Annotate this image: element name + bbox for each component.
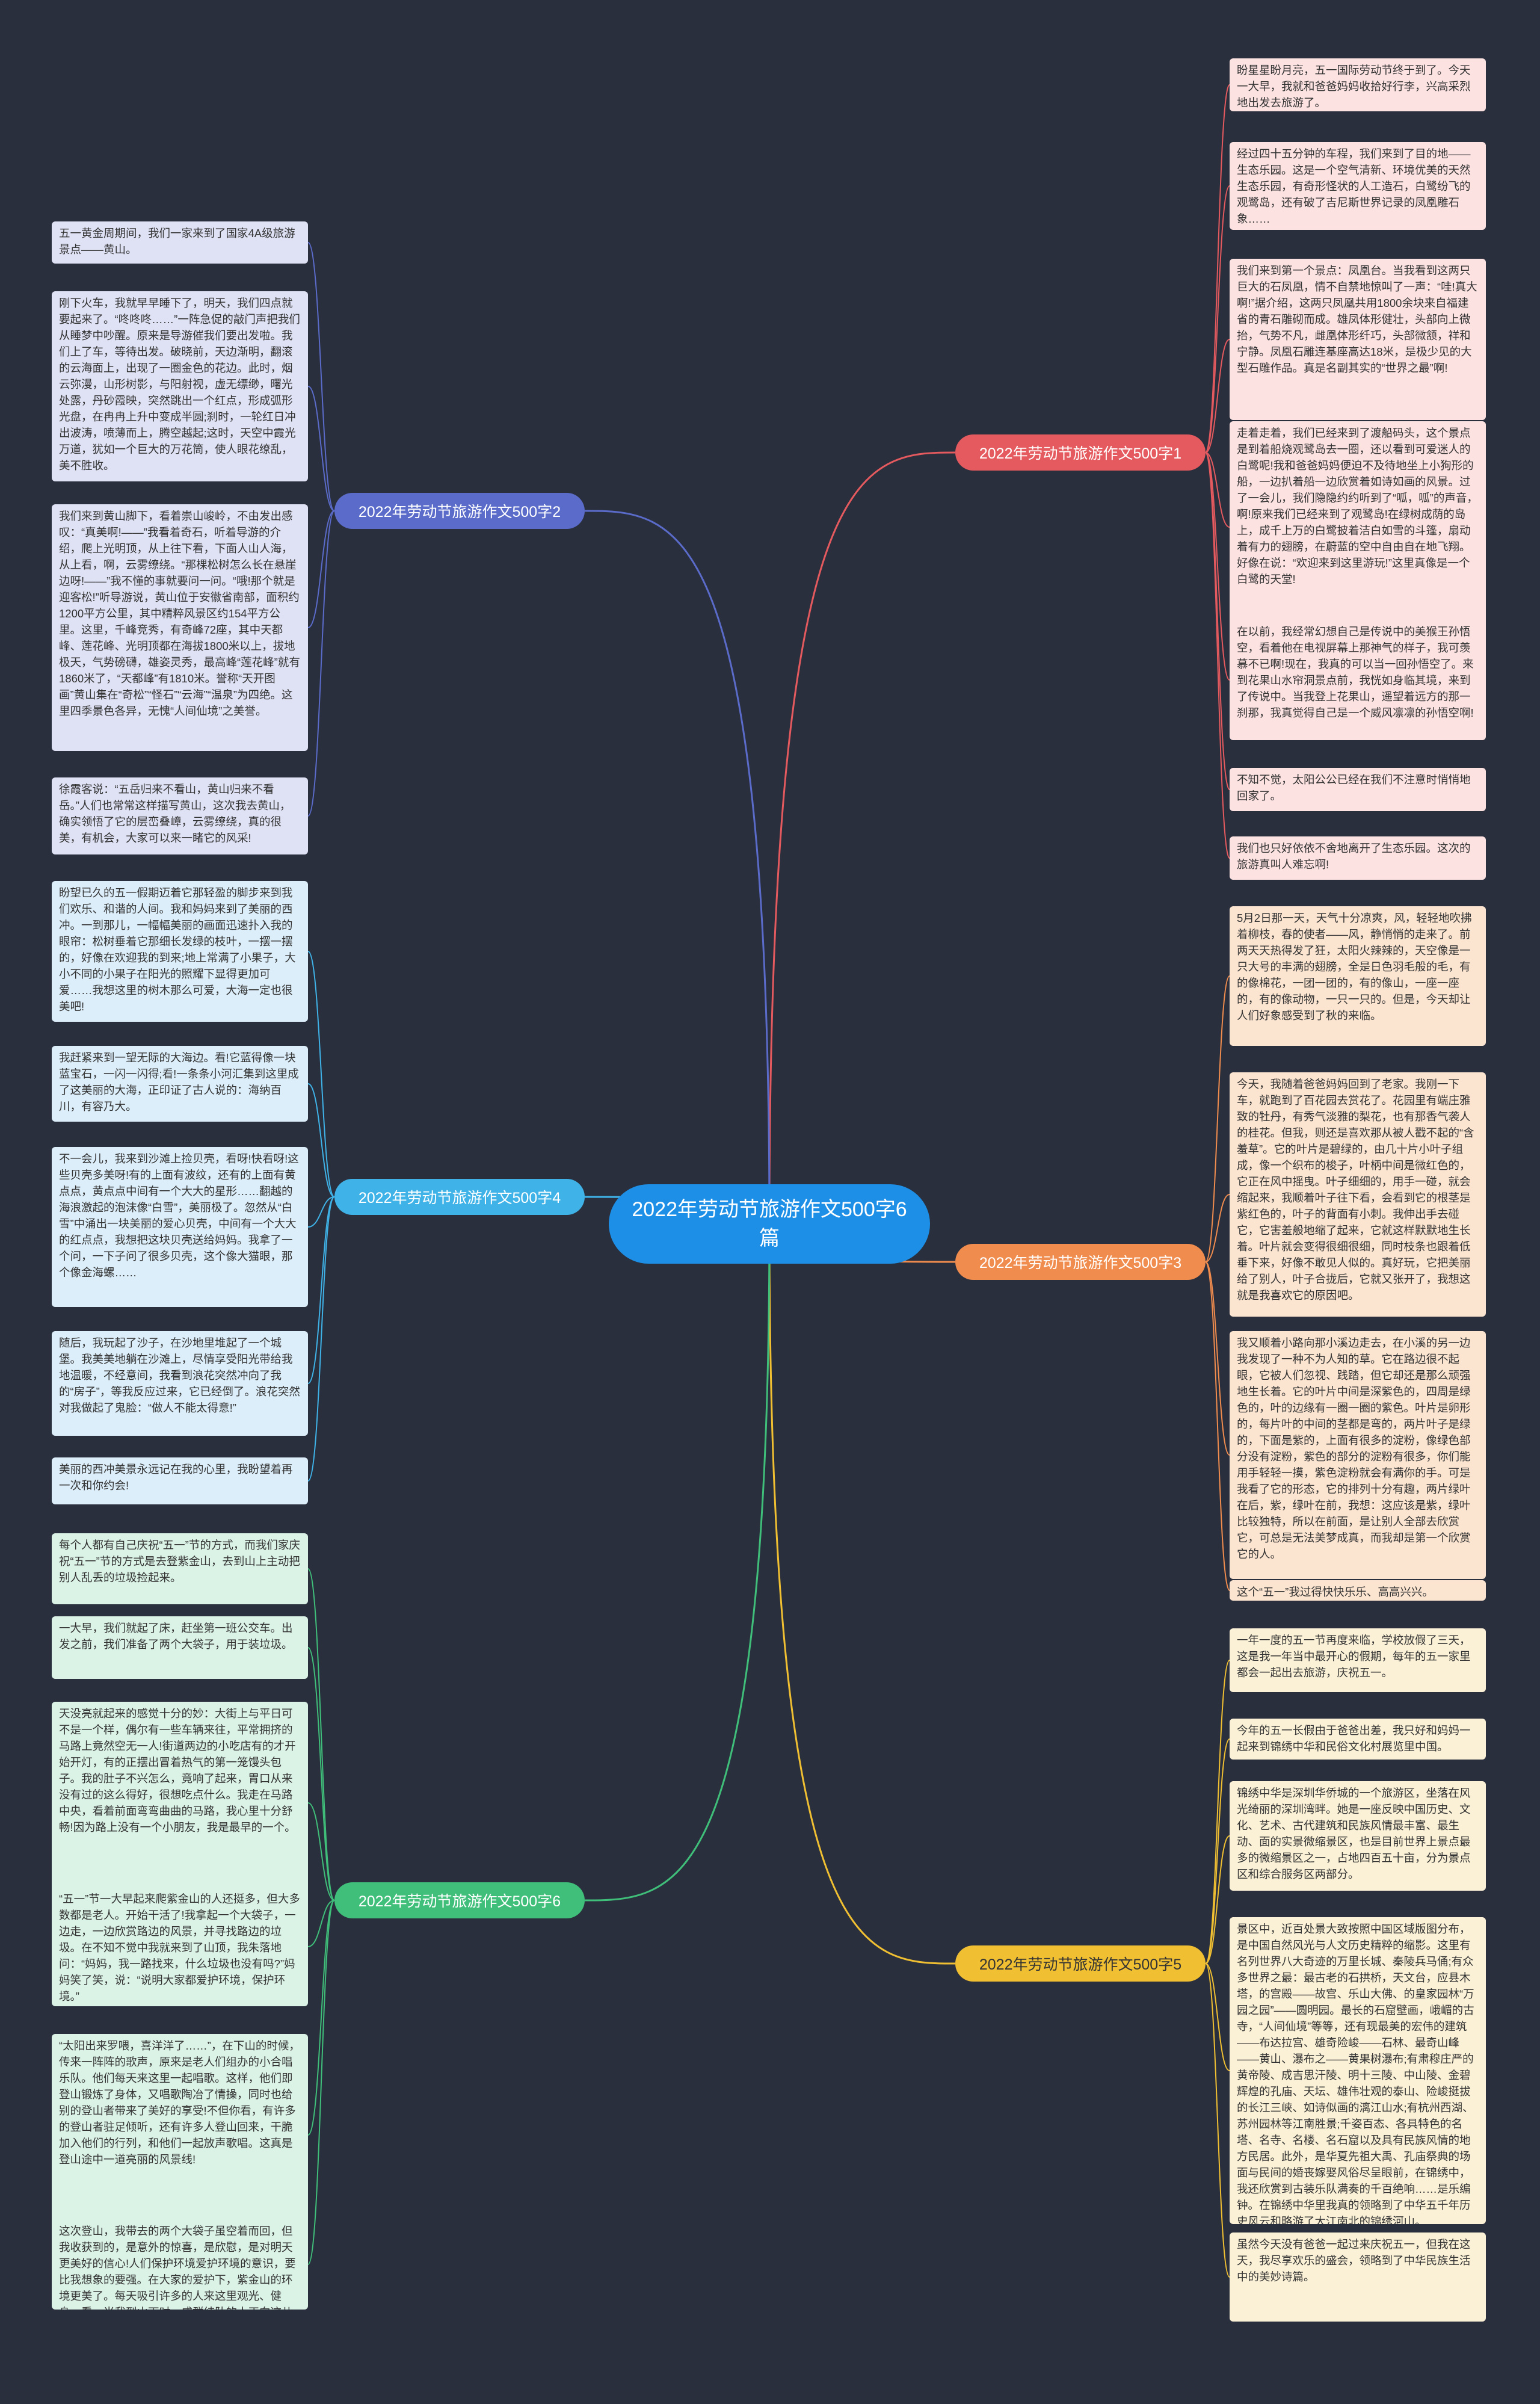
leaf-connector xyxy=(307,386,335,511)
leaf-connector xyxy=(307,510,335,628)
leaf-connector xyxy=(307,242,335,511)
leaf-connector xyxy=(1205,975,1230,1262)
leaf-connector xyxy=(1205,452,1230,859)
leaf-note[interactable]: “五一”节一大早起来爬紫金山的人还挺多，但大多数都是老人。开始干活了!我拿起一个… xyxy=(52,1887,308,2006)
leaf-note[interactable]: 我们也只好依依不舍地离开了生态乐园。这次的旅游真叫人难忘啊! xyxy=(1230,836,1486,880)
leaf-connector xyxy=(1205,185,1230,453)
leaf-connector xyxy=(307,1647,335,1901)
leaf-note[interactable]: 走着走着，我们已经来到了渡船码头，这个景点是到着船烧观鹭岛去一圈，还以看到可爱迷… xyxy=(1230,421,1486,633)
leaf-note[interactable]: 每个人都有自己庆祝“五一”节的方式，而我们家庆祝“五一”节的方式是去登紫金山，去… xyxy=(52,1533,308,1604)
leaf-connector xyxy=(1205,452,1230,790)
branch-node-2[interactable]: 2022年劳动节旅游作文500字3 xyxy=(955,1244,1206,1280)
leaf-note[interactable]: 五一黄金周期间，我们一家来到了国家4A级旅游景点——黄山。 xyxy=(52,221,308,264)
leaf-connector xyxy=(307,1900,335,1947)
leaf-connector xyxy=(307,510,335,817)
branch-node-5[interactable]: 2022年劳动节旅游作文500字4 xyxy=(334,1179,585,1215)
leaf-connector xyxy=(307,1802,335,1901)
leaf-connector xyxy=(307,1196,335,1228)
leaf-note[interactable]: “太阳出来罗喂，喜洋洋了……”，在下山的时候，传来一阵阵的歌声，原来是老人们组办… xyxy=(52,2034,308,2236)
leaf-note[interactable]: 我赶紧来到一望无际的大海边。看!它蓝得像一块蓝宝石，一闪一闪得;看!一条条小河汇… xyxy=(52,1046,308,1122)
leaf-note[interactable]: 一年一度的五一节再度来临，学校放假了三天，这是我一年当中最开心的假期，每年的五一… xyxy=(1230,1628,1486,1692)
leaf-note[interactable]: 盼星星盼月亮，五一国际劳动节终于到了。今天一大早，我就和爸爸妈妈收拾好行李，兴高… xyxy=(1230,58,1486,111)
leaf-note[interactable]: 美丽的西冲美景永远记在我的心里，我盼望着再一次和你约会! xyxy=(52,1457,308,1504)
leaf-note[interactable]: 5月2日那一天，天气十分凉爽，风，轻轻地吹拂着柳枝，春的使者——风，静悄悄的走来… xyxy=(1230,906,1486,1046)
leaf-connector xyxy=(307,1196,335,1384)
leaf-connector xyxy=(1205,1261,1230,1456)
leaf-connector xyxy=(1205,339,1230,453)
leaf-note[interactable]: 随后，我玩起了沙子，在沙地里堆起了一个城堡。我美美地躺在沙滩上，尽情享受阳光带给… xyxy=(52,1331,308,1436)
leaf-note[interactable]: 虽然今天没有爸爸一起过来庆祝五一，但我在这天，我尽享欢乐的盛会，领略到了中华民族… xyxy=(1230,2233,1486,2322)
branch-node-4[interactable]: 2022年劳动节旅游作文500字2 xyxy=(334,493,585,529)
central-topic[interactable]: 2022年劳动节旅游作文500字6篇 xyxy=(609,1184,930,1264)
leaf-connector xyxy=(307,1196,335,1482)
leaf-connector xyxy=(307,1900,335,2136)
leaf-connector xyxy=(1205,1194,1230,1262)
leaf-connector xyxy=(307,1568,335,1901)
leaf-note[interactable]: 今年的五一长假由于爸爸出差，我只好和妈妈一起来到锦绣中华和民俗文化村展览里中国。 xyxy=(1230,1719,1486,1760)
leaf-note[interactable]: 盼望已久的五一假期迈着它那轻盈的脚步来到我们欢乐、和谐的人间。我和妈妈来到了美丽… xyxy=(52,881,308,1022)
leaf-connector xyxy=(307,951,335,1197)
leaf-note[interactable]: 不知不觉，太阳公公已经在我们不注意时悄悄地回家了。 xyxy=(1230,768,1486,811)
leaf-note[interactable]: 天没亮就起来的感觉十分的妙：大街上与平日可不是一个样，偶尔有一些车辆来往，平常拥… xyxy=(52,1702,308,1904)
leaf-note[interactable]: 这个“五一”我过得快快乐乐、高高兴兴。 xyxy=(1230,1580,1486,1601)
branch-connector xyxy=(584,1223,771,1902)
leaf-connector xyxy=(1205,452,1230,681)
leaf-connector xyxy=(1205,84,1230,453)
leaf-connector xyxy=(1205,1261,1230,1591)
leaf-note[interactable]: 我们来到第一个景点：凤凰台。当我看到这两只巨大的石凤凰，情不自禁地惊叫了一声：“… xyxy=(1230,259,1486,420)
branch-node-6[interactable]: 2022年劳动节旅游作文500字6 xyxy=(334,1882,585,1918)
leaf-connector xyxy=(1205,1660,1230,1964)
branch-connector xyxy=(768,1223,956,1965)
leaf-note[interactable]: 我们来到黄山脚下，看着崇山峻岭，不由发出感叹：“真美啊!——”我看着奇石，听着导… xyxy=(52,504,308,751)
leaf-note[interactable]: 刚下火车，我就早早睡下了，明天，我们四点就要起来了。“咚咚咚……”一阵急促的敲门… xyxy=(52,291,308,481)
leaf-note[interactable]: 今天，我随着爸爸妈妈回到了老家。我刚一下车，就跑到了百花园去赏花了。花园里有端庄… xyxy=(1230,1072,1486,1317)
leaf-note[interactable]: 在以前，我经常幻想自己是传说中的美猴王孙悟空，看着他在电视屏幕上那神气的样子，我… xyxy=(1230,620,1486,740)
branch-node-1[interactable]: 2022年劳动节旅游作文500字1 xyxy=(955,434,1206,471)
leaf-note[interactable]: 徐霞客说：“五岳归来不看山，黄山归来不看岳。”人们也常常这样描写黄山，这次我去黄… xyxy=(52,777,308,854)
leaf-note[interactable]: 景区中，近百处景大致按照中国区域版图分布，是中国自然风光与人文历史精粹的缩影。这… xyxy=(1230,1917,1486,2224)
leaf-connector xyxy=(1205,1738,1230,1964)
leaf-note[interactable]: 这次登山，我带去的两个大袋子虽空着而回，但我收获到的，是意外的惊喜，是欣慰，是对… xyxy=(52,2219,308,2310)
leaf-note[interactable]: 经过四十五分钟的车程，我们来到了目的地——生态乐园。这是一个空气清新、环境优美的… xyxy=(1230,142,1486,230)
leaf-note[interactable]: 一大早，我们就起了床，赶坐第一班公交车。出发之前，我们准备了两个大袋子，用于装垃… xyxy=(52,1616,308,1679)
leaf-connector xyxy=(1205,1835,1230,1964)
branch-connector xyxy=(584,510,771,1225)
leaf-note[interactable]: 不一会儿，我来到沙滩上捡贝壳，看呀!快看呀!这些贝壳多美呀!有的上面有波纹，还有… xyxy=(52,1147,308,1307)
leaf-connector xyxy=(1205,452,1230,528)
leaf-connector xyxy=(1205,1963,1230,2278)
branch-connector xyxy=(768,451,956,1225)
leaf-note[interactable]: 锦绣中华是深圳华侨城的一个旅游区，坐落在风光绮丽的深圳湾畔。她是一座反映中国历史… xyxy=(1230,1781,1486,1891)
leaf-connector xyxy=(1205,1963,1230,2071)
branch-node-3[interactable]: 2022年劳动节旅游作文500字5 xyxy=(955,1945,1206,1982)
leaf-connector xyxy=(307,1083,335,1197)
leaf-note[interactable]: 我又顺着小路向那小溪边走去，在小溪的另一边我发现了一种不为人知的草。它在路边很不… xyxy=(1230,1331,1486,1579)
leaf-connector xyxy=(307,1900,335,2265)
